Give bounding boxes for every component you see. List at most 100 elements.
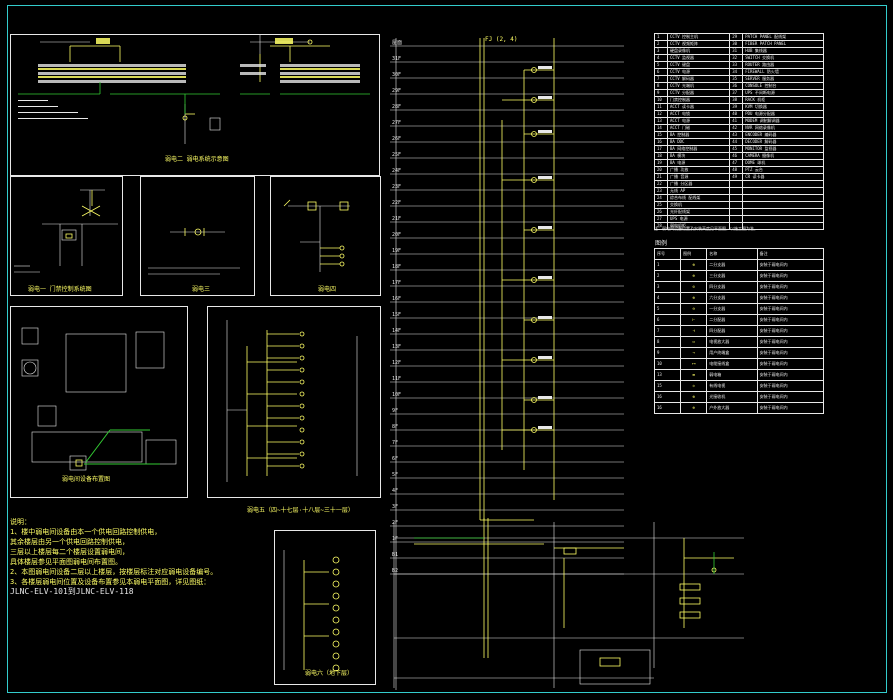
notes-item: 具体楼层参见平面图弱电间布置图。 — [10, 558, 122, 566]
table-cell: PDU 电源分配器 — [742, 110, 824, 118]
legend-header-row: 序号图例名称备注 — [653, 248, 825, 260]
floor-label: 26F — [392, 136, 401, 142]
table-cell: 30 — [729, 40, 744, 48]
notes-item: 3、各楼层弱电间位置及设备布置参见本弱电平面图，详见图纸： — [10, 578, 211, 586]
table-cell: 21 — [654, 173, 668, 181]
legend-header-cell: 图例 — [680, 248, 708, 260]
floor-label: 11F — [392, 376, 401, 382]
table-cell: 10 — [654, 96, 668, 104]
legend-cell: 安装于弱电间内 — [756, 336, 825, 348]
panel-b1-diagram — [14, 189, 118, 273]
riser-diagram: 屋面31F30F29F28F27F26F25F24F23F22F21F20F19… — [390, 38, 624, 690]
table-cell: BA 电源 — [666, 159, 731, 167]
panel-c1-frame — [10, 306, 188, 498]
legend-header-cell: 序号 — [653, 248, 682, 260]
floor-label: 14F — [392, 328, 401, 334]
legend-symbol: ⊶ — [680, 358, 708, 370]
table-cell: 广播 音源 — [666, 173, 731, 181]
legend-cell: 2 — [653, 270, 682, 282]
panel-c2-caption: 弱电五（四~十七层·十八层~三十一层） — [247, 507, 354, 514]
floor-label: 7F — [392, 440, 398, 446]
legend-cell: 有线电视 — [706, 380, 758, 392]
table-cell: CCTV 视频矩阵 — [666, 40, 731, 48]
panel-b3-frame — [270, 176, 381, 296]
floor-label: 17F — [392, 280, 401, 286]
table-cell: DECODER 解码器 — [742, 138, 824, 146]
legend-row: 4⊗六分支器安装于弱电间内 — [653, 292, 825, 304]
table-cell: 16 — [654, 138, 668, 146]
table-cell: 26 — [654, 208, 668, 216]
legend-symbol: ⊕ — [680, 402, 708, 414]
floor-label: 3F — [392, 504, 398, 510]
table-cell: 46 — [729, 152, 744, 160]
notes-heading: 说明： — [10, 518, 31, 526]
splitter-label — [538, 356, 552, 359]
table-cell: 31 — [729, 47, 744, 55]
table-cell: 6 — [654, 68, 668, 76]
table-cell: 13 — [654, 117, 668, 125]
floor-label: 6F — [392, 456, 398, 462]
table-cell: CCTV 解码器 — [666, 75, 731, 83]
legend-row: 8▭电视放大器安装于弱电间内 — [653, 336, 825, 348]
table-cell: 4 — [654, 54, 668, 62]
panel-d-diagram — [283, 550, 340, 672]
legend-cell: 6 — [653, 314, 682, 326]
table-cell — [742, 194, 824, 202]
splitter-label — [538, 396, 552, 399]
table-cell: 38 — [729, 96, 744, 104]
table-cell: PATCH PANEL 配线架 — [742, 33, 824, 41]
system-diagram — [18, 34, 370, 144]
panel-b2-caption: 弱电三 — [192, 286, 211, 293]
table-cell — [729, 180, 744, 188]
floor-label: 1F — [392, 536, 398, 542]
floor-label: 18F — [392, 264, 401, 270]
legend-cell: 光接收机 — [706, 391, 758, 403]
legend-symbol: ⊗ — [680, 292, 708, 304]
splitter-symbol — [531, 131, 537, 137]
floor-label: 24F — [392, 168, 401, 174]
table-cell: 20 — [654, 166, 668, 174]
legend-cell: 3 — [653, 281, 682, 293]
legend-cell: 安装于弱电间内 — [756, 325, 825, 337]
table-cell: 36 — [729, 82, 744, 90]
legend-row: 10⊶电缆接线盒安装于弱电间内 — [653, 358, 825, 370]
panel-c1-layout — [21, 327, 177, 471]
legend-cell: 用户终端盒 — [706, 347, 758, 359]
panel-c1-caption: 弱电间设备布置图 — [62, 476, 111, 483]
table-cell: HUB 集线器 — [742, 47, 824, 55]
table-cell: 12 — [654, 110, 668, 118]
splitter-symbol — [531, 397, 537, 403]
floor-label: 13F — [392, 344, 401, 350]
legend-symbol: ▭ — [680, 336, 708, 348]
table-cell: FIBER PATCH PANEL — [742, 40, 824, 48]
legend-cell: 安装于弱电间内 — [756, 347, 825, 359]
legend-row: 6⊢二分配器安装于弱电间内 — [653, 314, 825, 326]
legend-cell: 安装于弱电间内 — [756, 402, 825, 414]
table-cell: 8 — [654, 82, 668, 90]
table-cell: 17 — [654, 145, 668, 153]
legend-cell: 5 — [653, 303, 682, 315]
table-cell — [742, 215, 824, 223]
table-cell: 24 — [654, 194, 668, 202]
riser-top-label: FJ (2, 4) — [485, 36, 518, 43]
legend-row: 16⊗光接收机安装于弱电间内 — [653, 391, 825, 403]
legend-cell: 8 — [653, 336, 682, 348]
floor-label: 28F — [392, 104, 401, 110]
panel-d-caption: 弱电六（地下层） — [305, 670, 354, 677]
table-cell — [729, 187, 744, 195]
table-cell: 45 — [729, 145, 744, 153]
table-cell: 交换机 — [666, 201, 731, 209]
legend-symbol: ▬ — [680, 369, 708, 381]
